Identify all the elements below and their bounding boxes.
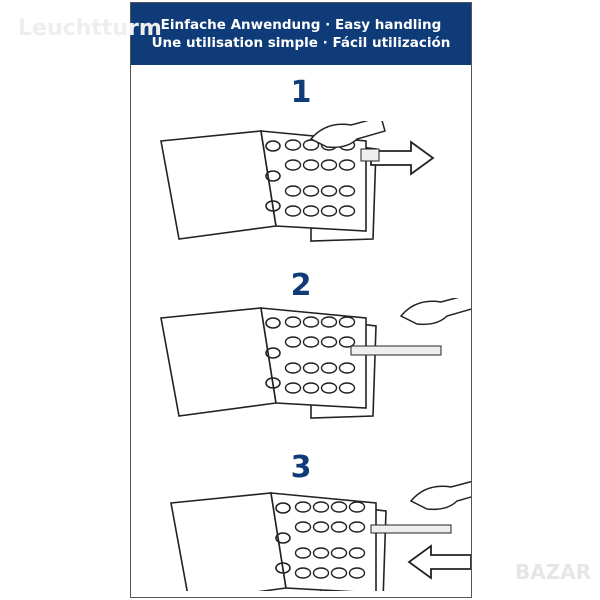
binder-ring	[265, 170, 281, 182]
coin-pocket	[330, 567, 348, 579]
coin-pocket	[302, 336, 320, 348]
coin-pocket	[302, 382, 320, 394]
step-3-number: 3	[290, 450, 312, 485]
coin-pocket	[294, 567, 312, 579]
binder-ring	[265, 317, 281, 329]
transparent-strip	[350, 345, 442, 356]
coin-pocket	[348, 547, 366, 559]
coin-pocket	[284, 382, 302, 394]
step-2-number: 2	[290, 268, 312, 303]
header-line-2: Une utilisation simple · Fácil utilizaci…	[151, 35, 451, 51]
coin-pocket	[348, 521, 366, 533]
coin-pocket	[338, 185, 356, 197]
coin-pocket	[338, 316, 356, 328]
coin-pocket	[284, 316, 302, 328]
coin-pocket	[312, 567, 330, 579]
coin-pocket	[302, 159, 320, 171]
coin-pocket	[330, 547, 348, 559]
coin-pocket	[294, 547, 312, 559]
instruction-card: Einfache Anwendung · Easy handling Une u…	[130, 2, 472, 598]
coin-pocket	[320, 336, 338, 348]
coin-pocket	[330, 521, 348, 533]
hand-icon	[399, 298, 471, 326]
header-banner: Einfache Anwendung · Easy handling Une u…	[131, 3, 471, 65]
coin-pocket	[302, 185, 320, 197]
binder-ring	[265, 377, 281, 389]
binder-ring	[265, 140, 281, 152]
coin-pocket	[338, 382, 356, 394]
coin-pocket	[312, 521, 330, 533]
binder-ring	[275, 502, 291, 514]
header-line-1: Einfache Anwendung · Easy handling	[160, 17, 442, 33]
arrow-right-icon	[370, 140, 435, 176]
hand-icon	[309, 121, 386, 149]
coin-pocket	[302, 205, 320, 217]
coin-pocket	[320, 159, 338, 171]
coin-pocket	[320, 316, 338, 328]
coin-pocket	[302, 362, 320, 374]
site-watermark: BAZAR	[515, 560, 592, 584]
binder-ring	[275, 532, 291, 544]
binder-ring	[275, 562, 291, 574]
coin-pocket	[338, 205, 356, 217]
hand-icon	[409, 481, 471, 511]
binder-cover	[160, 307, 277, 417]
step-1-illustration	[160, 121, 435, 242]
coin-pocket	[338, 336, 356, 348]
coin-pocket	[284, 139, 302, 151]
coin-pocket	[320, 205, 338, 217]
step-2-illustration	[160, 298, 471, 419]
coin-pocket	[284, 159, 302, 171]
binder-cover	[160, 130, 277, 240]
coin-sheet	[260, 307, 367, 409]
coin-pocket	[294, 521, 312, 533]
coin-pocket	[320, 185, 338, 197]
coin-pocket	[348, 567, 366, 579]
coin-pocket	[312, 547, 330, 559]
coin-pocket	[338, 362, 356, 374]
binder-cover	[170, 492, 287, 591]
coin-pocket	[284, 185, 302, 197]
coin-pocket	[294, 501, 312, 513]
brand-watermark: Leuchtturm	[18, 16, 162, 41]
coin-pocket	[330, 501, 348, 513]
arrow-left-icon	[407, 544, 471, 580]
coin-pocket	[320, 382, 338, 394]
coin-pocket	[302, 316, 320, 328]
coin-pocket	[338, 159, 356, 171]
pulled-strip	[360, 148, 380, 162]
binder-ring	[265, 200, 281, 212]
coin-pocket	[312, 501, 330, 513]
coin-sheet	[270, 492, 377, 591]
coin-pocket	[284, 336, 302, 348]
coin-pocket	[302, 139, 320, 151]
transparent-strip	[370, 524, 452, 534]
binder-ring	[265, 347, 281, 359]
step-3-illustration	[170, 481, 471, 591]
coin-pocket	[348, 501, 366, 513]
coin-pocket	[284, 205, 302, 217]
step-1-number: 1	[290, 75, 312, 110]
coin-pocket	[284, 362, 302, 374]
coin-pocket	[320, 362, 338, 374]
